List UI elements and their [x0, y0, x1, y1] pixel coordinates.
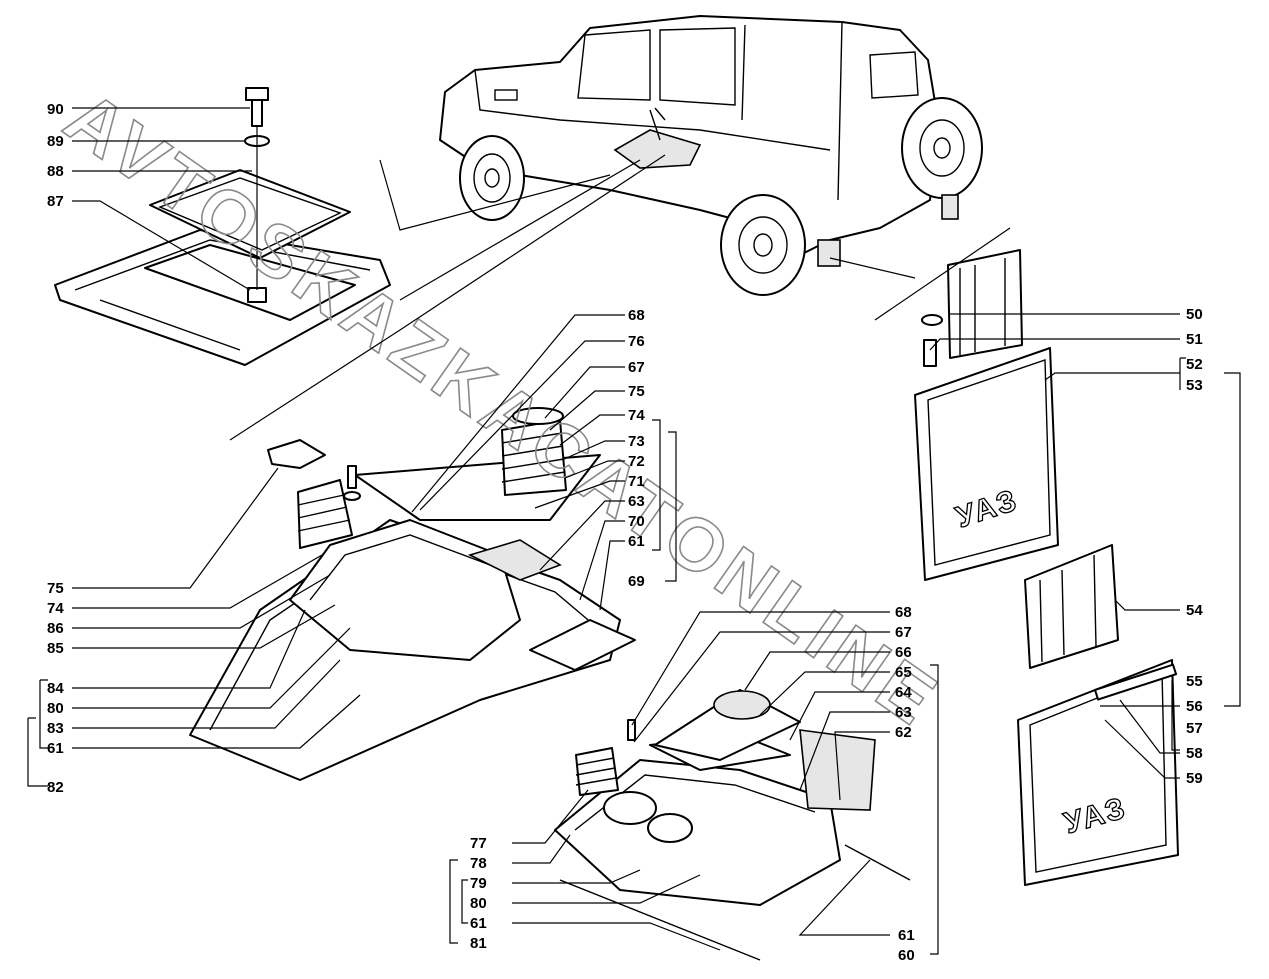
callout-88: 88	[47, 163, 64, 180]
callout-89: 89	[47, 133, 64, 150]
callout-61: 61	[47, 740, 64, 757]
callout-72: 72	[628, 453, 645, 470]
callout-80: 80	[47, 700, 64, 717]
callout-67: 67	[895, 624, 912, 641]
callout-90: 90	[47, 101, 64, 118]
leader-lines	[27, 107, 1241, 955]
callout-52: 52	[1186, 356, 1203, 373]
callout-51: 51	[1186, 331, 1203, 348]
callout-73: 73	[628, 433, 645, 450]
callout-82: 82	[47, 779, 64, 796]
callout-86: 86	[47, 620, 64, 637]
callout-78: 78	[470, 855, 487, 872]
callout-61: 61	[898, 927, 915, 944]
callout-61: 61	[628, 533, 645, 550]
callout-65: 65	[895, 664, 912, 681]
callout-63: 63	[895, 704, 912, 721]
callout-56: 56	[1186, 698, 1203, 715]
callout-74: 74	[47, 600, 64, 617]
callout-61: 61	[470, 915, 487, 932]
floor-hatch-assembly	[54, 87, 391, 366]
callout-53: 53	[1186, 377, 1203, 394]
callout-71: 71	[628, 473, 645, 490]
callout-68: 68	[895, 604, 912, 621]
callout-77: 77	[470, 835, 487, 852]
callout-74: 74	[628, 407, 645, 424]
callout-66: 66	[895, 644, 912, 661]
callout-79: 79	[470, 875, 487, 892]
callout-54: 54	[1186, 602, 1203, 619]
callout-81: 81	[470, 935, 487, 952]
callout-64: 64	[895, 684, 912, 701]
callout-67: 67	[628, 359, 645, 376]
callout-84: 84	[47, 680, 64, 697]
callout-69: 69	[628, 573, 645, 590]
callout-80: 80	[470, 895, 487, 912]
transmission-cover-assembly	[189, 407, 636, 781]
callout-85: 85	[47, 640, 64, 657]
callout-62: 62	[895, 724, 912, 741]
callout-75: 75	[47, 580, 64, 597]
vehicle-illustration	[439, 15, 983, 296]
callout-50: 50	[1186, 306, 1203, 323]
callout-87: 87	[47, 193, 64, 210]
mudflap-assembly: УАЗ УАЗ	[914, 249, 1179, 886]
callout-83: 83	[47, 720, 64, 737]
callout-76: 76	[628, 333, 645, 350]
callout-70: 70	[628, 513, 645, 530]
callout-59: 59	[1186, 770, 1203, 787]
floor-tunnel-assembly	[554, 689, 911, 961]
callout-55: 55	[1186, 673, 1203, 690]
callout-75: 75	[628, 383, 645, 400]
callout-60: 60	[898, 947, 915, 964]
callout-63: 63	[628, 493, 645, 510]
callout-labels: 90 89 88 87 68 76 67 75 74 73 72 71 63 7…	[47, 101, 1203, 964]
callout-58: 58	[1186, 745, 1203, 762]
callout-68: 68	[628, 307, 645, 324]
callout-57: 57	[1186, 720, 1203, 737]
